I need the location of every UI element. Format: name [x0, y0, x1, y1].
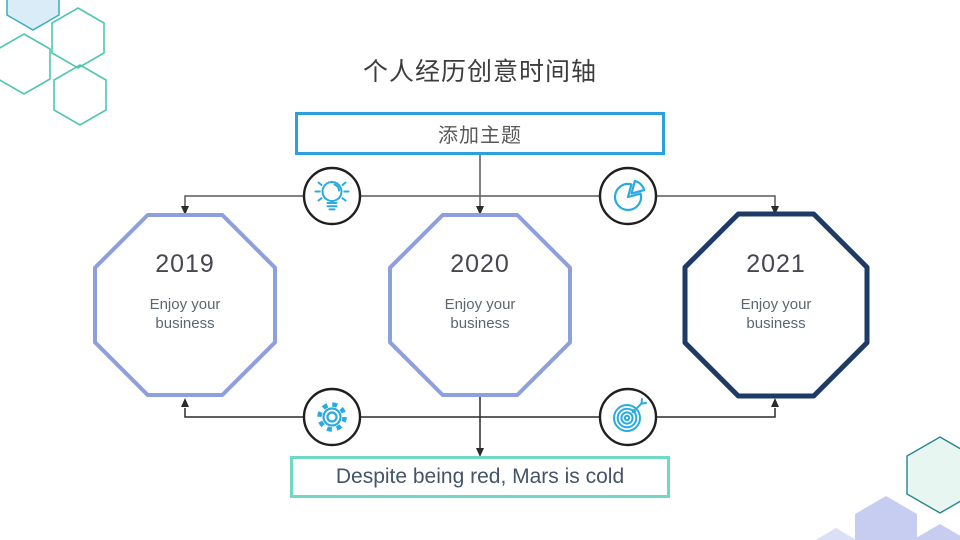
hexagon-decoration-bottom-right	[815, 436, 960, 540]
quote-box-label: Despite being red, Mars is cold	[335, 465, 625, 488]
topic-box[interactable]: 添加主题	[295, 112, 665, 155]
hexagon-outline-icon	[51, 7, 105, 69]
octagon-2021[interactable]	[682, 211, 870, 399]
pie-chart-badge	[598, 166, 658, 226]
hexagon-outline-icon	[53, 64, 107, 126]
timeline-description: Enjoy your business	[149, 296, 221, 333]
quote-box[interactable]: Despite being red, Mars is cold	[290, 456, 670, 498]
target-icon	[613, 398, 647, 432]
gear-badge	[302, 387, 362, 447]
target-badge	[598, 387, 658, 447]
timeline-description: Enjoy your business	[740, 296, 812, 333]
topic-box-label: 添加主题	[438, 125, 522, 147]
timeline-year: 2020	[450, 250, 510, 278]
hexagon-filled-icon	[815, 528, 857, 540]
hexagon-decoration-top-left	[0, 0, 107, 126]
timeline-item-2021[interactable]: 2021 Enjoy your business	[701, 250, 851, 333]
timeline-item-2020[interactable]: 2020 Enjoy your business	[405, 250, 555, 333]
lightbulb-badge	[302, 166, 362, 226]
top-connector-arrows	[181, 206, 779, 215]
top-connector-lines	[184, 155, 776, 207]
hexagon-filled-icon	[855, 496, 917, 540]
hexagon-filled-icon	[6, 0, 60, 31]
timeline-year: 2019	[155, 250, 215, 278]
arrow-down-icon	[476, 206, 484, 215]
arrow-down-icon	[181, 206, 189, 215]
hexagon-filled-icon	[912, 524, 960, 540]
arrow-down-icon	[476, 448, 484, 457]
timeline-item-2019[interactable]: 2019 Enjoy your business	[110, 250, 260, 333]
bottom-connector-lines	[184, 393, 776, 449]
hexagon-outline-icon	[0, 33, 51, 95]
icon-circle	[302, 387, 362, 447]
arrow-down-icon	[771, 206, 779, 215]
gear-icon	[317, 402, 347, 432]
octagon-2020[interactable]	[388, 213, 572, 397]
octagon-2019[interactable]	[93, 213, 277, 397]
arrow-up-icon	[771, 398, 779, 407]
timeline-description: Enjoy your business	[444, 296, 516, 333]
timeline-year: 2021	[746, 250, 806, 278]
pie-chart-icon	[613, 179, 646, 212]
icon-circle	[302, 166, 362, 226]
arrow-up-icon	[181, 398, 189, 407]
slide-title: 个人经历创意时间轴	[362, 58, 597, 86]
bottom-connector-arrows	[181, 398, 779, 457]
lightbulb-icon	[314, 181, 350, 211]
hexagon-filled-icon	[906, 436, 960, 514]
